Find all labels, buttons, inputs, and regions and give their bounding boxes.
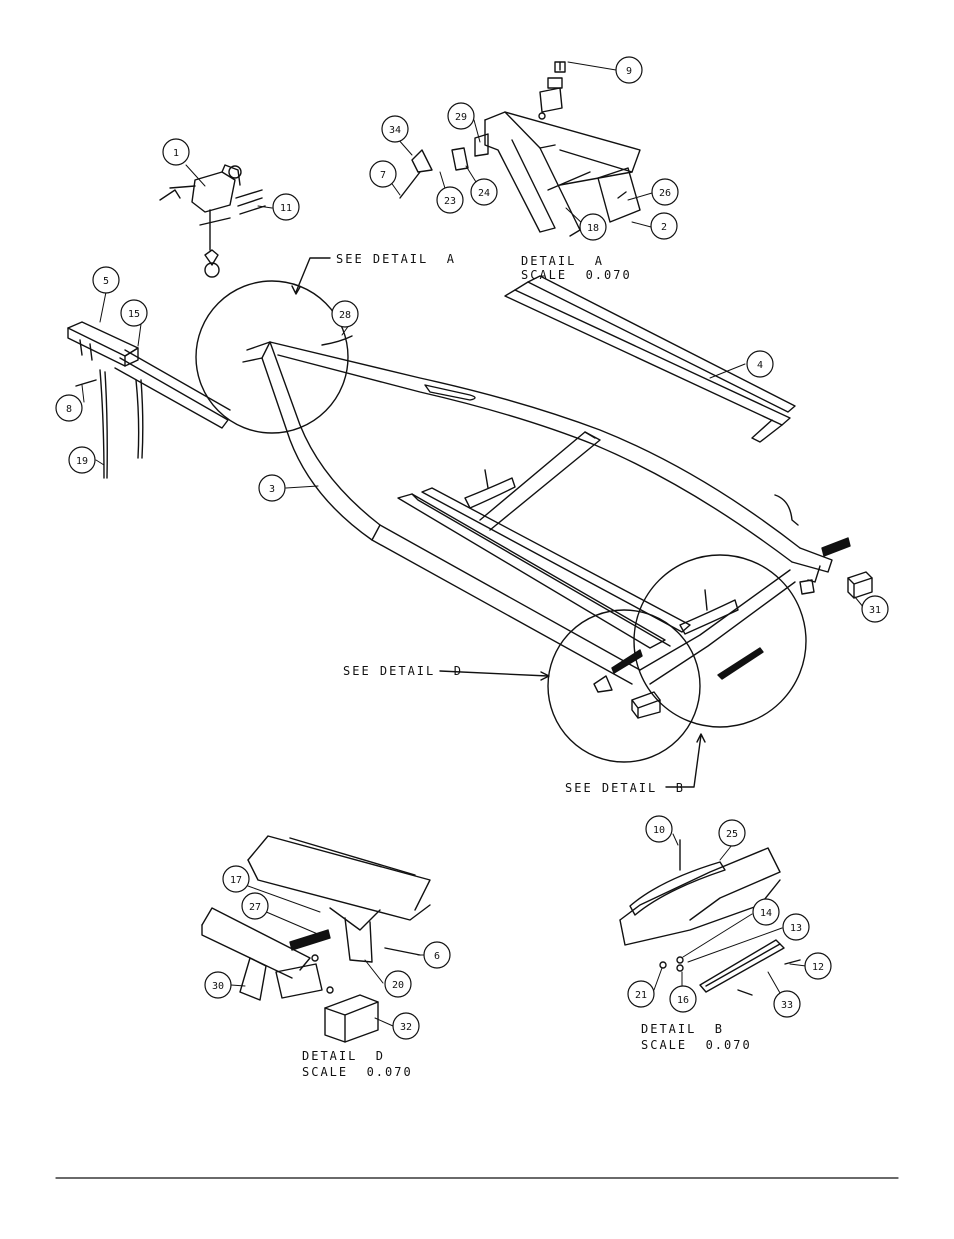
callout-6: 6 bbox=[423, 941, 451, 969]
detail-a-circle bbox=[195, 280, 349, 434]
callout-11: 11 bbox=[272, 193, 300, 221]
svg-text:5: 5 bbox=[103, 276, 109, 287]
caption-detail-d-scale: SCALE 0.070 bbox=[302, 1065, 413, 1079]
svg-text:13: 13 bbox=[790, 923, 802, 934]
callout-28: 28 bbox=[331, 300, 359, 328]
detail-d-circle bbox=[547, 609, 701, 763]
detail-b-circle bbox=[633, 554, 807, 728]
callout-33: 33 bbox=[773, 990, 801, 1018]
guide-rail-4 bbox=[504, 275, 799, 526]
caption-see-detail-d: SEE DETAIL D bbox=[343, 664, 463, 678]
svg-text:26: 26 bbox=[659, 188, 671, 199]
svg-text:2: 2 bbox=[661, 222, 667, 233]
callout-19: 19 bbox=[68, 446, 96, 474]
tongue-assembly bbox=[67, 321, 231, 479]
callout-14: 14 bbox=[752, 898, 780, 926]
detail-d-drawing bbox=[201, 835, 431, 1043]
svg-text:34: 34 bbox=[389, 125, 401, 136]
caption-detail-b-scale: SCALE 0.070 bbox=[641, 1038, 752, 1052]
caption-detail-d: DETAIL D bbox=[302, 1049, 385, 1063]
caption-detail-b: DETAIL B bbox=[641, 1022, 724, 1036]
svg-text:23: 23 bbox=[444, 196, 456, 207]
callout-3: 3 bbox=[258, 474, 286, 502]
callout-1: 1 bbox=[162, 138, 190, 166]
svg-text:32: 32 bbox=[400, 1022, 412, 1033]
callout-26: 26 bbox=[651, 178, 679, 206]
callout-10: 10 bbox=[645, 815, 673, 843]
svg-text:17: 17 bbox=[230, 875, 242, 886]
svg-text:18: 18 bbox=[587, 223, 599, 234]
svg-text:8: 8 bbox=[66, 404, 72, 415]
callout-7: 7 bbox=[369, 160, 397, 188]
caption-detail-a-scale: SCALE 0.070 bbox=[521, 268, 632, 282]
callout-15: 15 bbox=[120, 299, 148, 327]
callout-17: 17 bbox=[222, 865, 250, 893]
detail-leaders bbox=[291, 257, 706, 788]
svg-text:25: 25 bbox=[726, 829, 738, 840]
callout-24: 24 bbox=[470, 178, 498, 206]
svg-text:9: 9 bbox=[626, 66, 632, 77]
callout-16: 16 bbox=[669, 985, 697, 1013]
svg-text:6: 6 bbox=[434, 951, 440, 962]
svg-text:7: 7 bbox=[380, 170, 386, 181]
svg-text:31: 31 bbox=[869, 605, 881, 616]
callout-20: 20 bbox=[384, 970, 412, 998]
captions: SEE DETAIL A DETAIL A SCALE 0.070 SEE DE… bbox=[302, 252, 752, 1079]
callout-27: 27 bbox=[241, 892, 269, 920]
svg-text:4: 4 bbox=[757, 360, 763, 371]
callout-leaders bbox=[81, 61, 865, 1027]
detail-b-drawing bbox=[619, 839, 801, 996]
caption-detail-a: DETAIL A bbox=[521, 254, 604, 268]
svg-text:3: 3 bbox=[269, 484, 275, 495]
callout-12: 12 bbox=[804, 952, 832, 980]
svg-text:10: 10 bbox=[653, 825, 665, 836]
caption-see-detail-a: SEE DETAIL A bbox=[336, 252, 456, 266]
callout-32: 32 bbox=[392, 1012, 420, 1040]
callout-18: 18 bbox=[579, 213, 607, 241]
svg-text:21: 21 bbox=[635, 990, 647, 1001]
svg-text:33: 33 bbox=[781, 1000, 793, 1011]
svg-text:29: 29 bbox=[455, 112, 467, 123]
callout-2: 2 bbox=[650, 212, 678, 240]
callout-31: 31 bbox=[861, 595, 889, 623]
callout-13: 13 bbox=[782, 913, 810, 941]
svg-text:12: 12 bbox=[812, 962, 824, 973]
svg-text:11: 11 bbox=[280, 203, 292, 214]
callout-23: 23 bbox=[436, 186, 464, 214]
svg-text:28: 28 bbox=[339, 310, 351, 321]
callout-21: 21 bbox=[627, 980, 655, 1008]
svg-text:24: 24 bbox=[478, 188, 490, 199]
callout-4: 4 bbox=[746, 350, 774, 378]
cable-28 bbox=[321, 335, 353, 346]
svg-text:27: 27 bbox=[249, 902, 261, 913]
svg-text:30: 30 bbox=[212, 981, 224, 992]
callout-25: 25 bbox=[718, 819, 746, 847]
svg-text:14: 14 bbox=[760, 908, 772, 919]
callout-29: 29 bbox=[447, 102, 475, 130]
callout-34: 34 bbox=[381, 115, 409, 143]
callout-bubbles: 1 11 5 15 8 19 3 28 4 31 9 29 34 7 23 24… bbox=[55, 56, 889, 1040]
svg-text:19: 19 bbox=[76, 456, 88, 467]
svg-text:1: 1 bbox=[173, 148, 179, 159]
svg-text:15: 15 bbox=[128, 309, 140, 320]
detail-a-drawing bbox=[399, 61, 641, 237]
caption-see-detail-b: SEE DETAIL B bbox=[565, 781, 685, 795]
callout-30: 30 bbox=[204, 971, 232, 999]
winch-assembly bbox=[159, 164, 266, 278]
callout-8: 8 bbox=[55, 394, 83, 422]
callout-5: 5 bbox=[92, 266, 120, 294]
callout-9: 9 bbox=[615, 56, 643, 84]
svg-text:20: 20 bbox=[392, 980, 404, 991]
trailer-frame bbox=[242, 341, 873, 719]
svg-text:16: 16 bbox=[677, 995, 689, 1006]
